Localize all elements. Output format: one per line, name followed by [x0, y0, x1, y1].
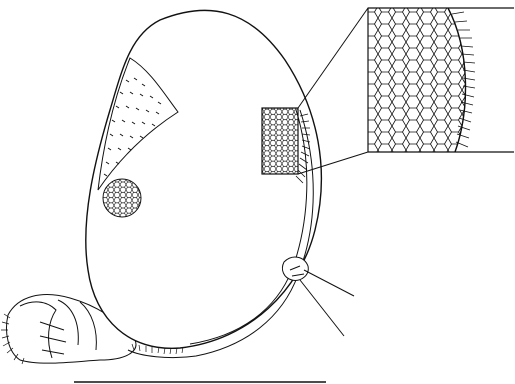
antenna-setae [282, 257, 354, 336]
detail-inset-box [262, 108, 298, 174]
inset-projection-top [298, 8, 368, 108]
hexagonal-pattern-patch [103, 179, 141, 217]
magnified-inset [368, 8, 514, 152]
